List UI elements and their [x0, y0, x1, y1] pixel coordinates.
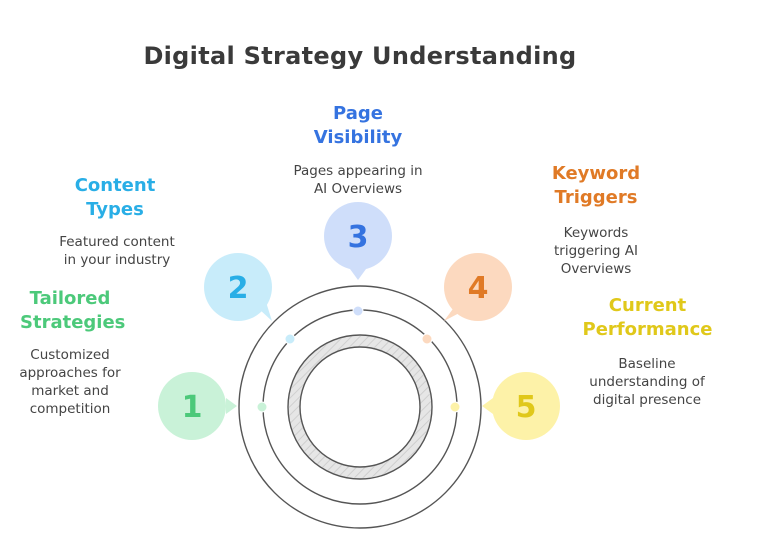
step-2-number: 2 — [228, 271, 249, 306]
description-line: understanding of — [589, 374, 705, 390]
heading-line: Page — [333, 103, 383, 124]
heading-line: Tailored — [29, 288, 111, 309]
description-line: in your industry — [63, 252, 171, 268]
description-line: approaches for — [19, 365, 121, 381]
step-4-description: Keywords triggering AI Overviews — [540, 224, 652, 278]
step-4-connector-dot — [421, 333, 433, 345]
description-line: competition — [29, 401, 111, 417]
description-line: Pages appearing in — [293, 163, 423, 179]
step-3-bubble — [324, 202, 392, 270]
description-line: Keywords — [563, 225, 629, 241]
step-4-bubble — [444, 253, 512, 321]
description-line: Customized — [30, 347, 110, 363]
heading-line: Types — [86, 199, 144, 220]
step-1-connector-dot — [256, 401, 268, 413]
heading-line: Current — [608, 295, 687, 316]
heading-line: Content — [74, 175, 156, 196]
step-5-bubble-tail — [482, 398, 493, 414]
heading-line: Strategies — [20, 312, 126, 333]
diagram-title: Digital Strategy Understanding — [143, 42, 577, 70]
description-line: Overviews — [560, 261, 632, 277]
description-line: Featured content — [59, 234, 175, 250]
step-2-connector-dot — [284, 333, 296, 345]
step-2-bubble — [204, 253, 272, 321]
step-3-number: 3 — [348, 220, 369, 255]
step-2-description: Featured content in your industry — [42, 233, 192, 269]
description-line: Baseline — [618, 356, 676, 372]
step-4-number: 4 — [468, 271, 489, 306]
step-1-bubble — [158, 372, 226, 440]
description-line: AI Overviews — [313, 181, 403, 197]
description-line: triggering AI — [554, 243, 638, 259]
description-line: market and — [31, 383, 109, 399]
step-5-connector-dot — [449, 401, 461, 413]
description-line: digital presence — [593, 392, 701, 408]
step-1-description: Customized approaches for market and compet… — [14, 346, 126, 418]
heading-line: Keyword — [551, 163, 641, 184]
step-3-bubble-tail — [350, 269, 366, 280]
hub-center — [299, 346, 421, 468]
outer-ring — [238, 285, 482, 529]
heading-line: Visibility — [313, 127, 403, 148]
step-3-connector-dot — [352, 305, 364, 317]
step-5-bubble — [492, 372, 560, 440]
step-1-bubble-tail — [226, 398, 237, 414]
step-5-number: 5 — [516, 390, 537, 425]
step-3-description: Pages appearing in AI Overviews — [283, 162, 433, 198]
heading-line: Performance — [582, 319, 713, 340]
step-5-description: Baseline understanding of digital presence — [572, 355, 722, 409]
heading-line: Triggers — [554, 187, 638, 208]
step-1-number: 1 — [182, 390, 203, 425]
